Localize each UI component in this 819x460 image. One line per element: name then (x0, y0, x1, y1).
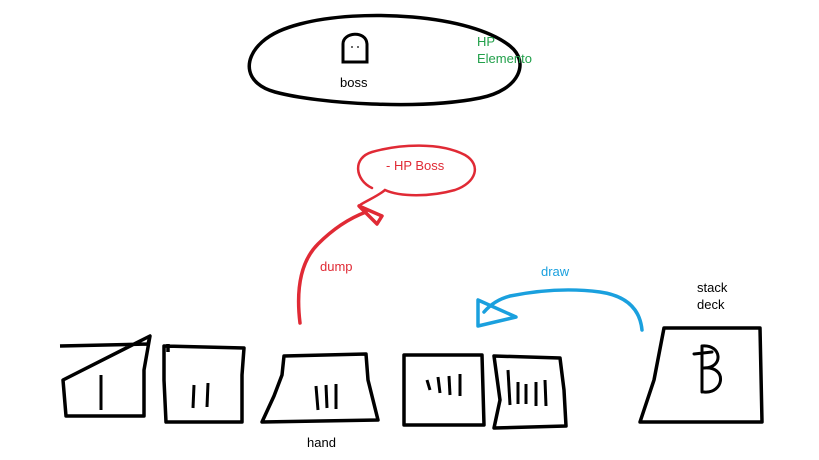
stack-deck (638, 326, 764, 424)
hand-card-3 (260, 352, 380, 424)
deck-b-glyph (692, 344, 722, 394)
draw-label: draw (541, 264, 570, 279)
draw-arrowhead (476, 298, 518, 328)
hp-elemento-line2: Elemento (477, 51, 532, 66)
boss-ellipse (247, 13, 522, 107)
dump-label: dump (320, 259, 353, 274)
hand-card-5 (492, 354, 568, 430)
hp-boss-bubble (356, 144, 477, 207)
dump-arrow (296, 210, 368, 325)
draw-arrow (482, 288, 644, 332)
hand-card-4 (402, 353, 486, 427)
deck-label: stack deck (697, 279, 727, 313)
boss-figure-icon (341, 32, 369, 64)
hp-boss-label: - HP Boss (386, 158, 445, 173)
hp-elemento-line1: HP (477, 34, 496, 49)
hand-label: hand (307, 435, 336, 450)
hand-card-1 (59, 334, 152, 418)
dump-arrowhead (357, 204, 384, 226)
hp-elemento-label: HP Elemento (477, 33, 532, 67)
deck-line2: deck (697, 297, 725, 312)
boss-label: boss (340, 75, 368, 90)
deck-line1: stack (697, 280, 728, 295)
hand-card-2 (162, 344, 246, 424)
